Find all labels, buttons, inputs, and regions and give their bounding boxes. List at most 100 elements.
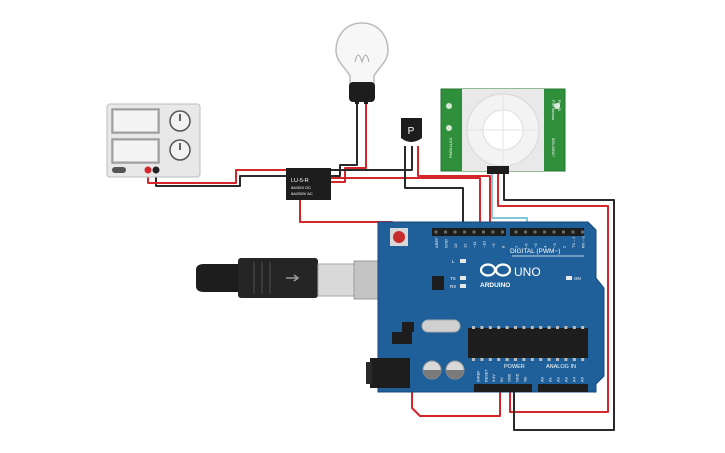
top-pin-label: RX←0 bbox=[581, 235, 586, 248]
chip-leg bbox=[480, 326, 484, 329]
wire-transistor-collector[interactable] bbox=[331, 146, 413, 171]
relay[interactable]: LU-5-R 5A/30V DC 5A/250V AC bbox=[286, 168, 331, 200]
top-pin-label: 12 bbox=[463, 243, 468, 248]
usb-symbol-icon bbox=[286, 274, 300, 282]
usb-plug-body bbox=[238, 258, 318, 298]
header-pin-12[interactable] bbox=[552, 230, 556, 234]
chip-leg bbox=[505, 326, 509, 329]
usb-cable-strain bbox=[196, 264, 238, 292]
power-switch[interactable] bbox=[112, 167, 126, 173]
chip-leg bbox=[572, 326, 576, 329]
usb-chip bbox=[432, 276, 444, 290]
power-pin-label: GND bbox=[508, 373, 512, 382]
wire-bulb-black[interactable] bbox=[331, 102, 358, 177]
rx-led bbox=[460, 284, 466, 288]
chip-leg bbox=[572, 358, 576, 361]
positive-terminal-icon[interactable] bbox=[144, 166, 152, 174]
filament-icon bbox=[354, 54, 370, 64]
crystal-oscillator bbox=[421, 319, 461, 333]
arduino-model: UNO bbox=[514, 265, 541, 279]
chip-leg bbox=[505, 358, 509, 361]
analog-pin-label: A2 bbox=[556, 376, 561, 382]
chip-leg bbox=[556, 326, 559, 329]
chip-leg bbox=[581, 358, 585, 361]
power-pin-label: RESET bbox=[484, 369, 488, 382]
chip-leg bbox=[514, 358, 517, 361]
chip-leg bbox=[480, 358, 484, 361]
wire-pir-gnd[interactable] bbox=[503, 172, 615, 431]
voltage-regulator bbox=[402, 322, 414, 332]
wire-transistor-red[interactable] bbox=[417, 146, 491, 234]
pir-sensor[interactable]: PARALLAX PIR Sensor Rev B 555-28027 bbox=[440, 88, 566, 174]
relay-title: LU-5-R bbox=[291, 178, 309, 184]
chip-leg bbox=[522, 326, 526, 329]
header-pin-10[interactable] bbox=[533, 230, 537, 234]
dc-power-jack bbox=[370, 358, 410, 388]
top-pin-label: ~11 bbox=[472, 241, 477, 248]
header-pin-0[interactable] bbox=[434, 230, 438, 234]
header-pin-2[interactable] bbox=[453, 230, 457, 234]
analog-pin-label: A1 bbox=[548, 376, 553, 382]
header-pin-14[interactable] bbox=[571, 230, 575, 234]
l-led-label: L bbox=[452, 259, 455, 264]
top-pin-label: 7 bbox=[514, 245, 519, 248]
top-header-left bbox=[432, 228, 506, 236]
header-pin-7[interactable] bbox=[501, 230, 504, 234]
top-pin-label: ~10 bbox=[482, 240, 487, 248]
pir-part-label: 555-28027 bbox=[551, 138, 556, 158]
pir-header bbox=[487, 166, 509, 174]
arduino-brand: ARDUINO bbox=[480, 282, 510, 289]
wire-psu-black[interactable] bbox=[155, 172, 286, 187]
header-pin-1[interactable] bbox=[444, 230, 447, 234]
header-pin-5[interactable] bbox=[482, 230, 485, 234]
analog-pin-label: A4 bbox=[572, 376, 577, 382]
power-supply[interactable] bbox=[106, 103, 201, 178]
chip-leg bbox=[497, 358, 501, 361]
power-header bbox=[474, 384, 532, 392]
transistor-label: P bbox=[408, 126, 415, 137]
wire-pir-vcc[interactable] bbox=[497, 172, 609, 413]
power-pin-label: IOREF bbox=[477, 370, 481, 382]
analog-header bbox=[538, 384, 588, 392]
top-pin-label: 4 bbox=[543, 245, 548, 248]
transistor[interactable]: P bbox=[401, 118, 422, 142]
header-pin-8[interactable] bbox=[514, 230, 518, 234]
wire-psu-red[interactable] bbox=[147, 169, 286, 184]
top-pin-label: ~9 bbox=[491, 243, 496, 248]
header-pin-13[interactable] bbox=[562, 230, 565, 234]
chip-leg bbox=[547, 358, 551, 361]
top-pin-label: TX→1 bbox=[571, 236, 576, 248]
header-pin-15[interactable] bbox=[581, 230, 584, 234]
chip-leg bbox=[472, 358, 475, 361]
transistor-body bbox=[401, 118, 422, 142]
header-pin-3[interactable] bbox=[463, 230, 466, 234]
header-pin-4[interactable] bbox=[472, 230, 476, 234]
relay-rating-1: 5A/30V DC bbox=[291, 185, 311, 190]
header-pin-11[interactable] bbox=[543, 230, 546, 234]
chip-leg bbox=[547, 326, 551, 329]
analog-pin-label: A3 bbox=[564, 376, 569, 382]
analog-pin-label: A5 bbox=[580, 376, 585, 382]
chip-leg bbox=[488, 326, 492, 329]
tx-led bbox=[460, 276, 466, 280]
header-pin-9[interactable] bbox=[524, 230, 527, 234]
chip-leg bbox=[556, 358, 559, 361]
pir-rev-label: Rev B bbox=[557, 100, 562, 111]
chip-leg bbox=[564, 326, 568, 329]
reset-button[interactable] bbox=[393, 231, 405, 243]
power-pin-label: 3.3V bbox=[492, 374, 496, 382]
l-led bbox=[460, 259, 466, 263]
voltage-display-screen bbox=[114, 111, 157, 131]
negative-terminal-icon[interactable] bbox=[152, 166, 160, 174]
wire-transistor-gnd[interactable] bbox=[404, 146, 464, 234]
digital-label: DIGITAL (PWM~) bbox=[510, 248, 560, 255]
pir-brand-label: PARALLAX bbox=[448, 137, 453, 158]
chip-leg bbox=[472, 326, 475, 329]
chip-leg bbox=[522, 358, 526, 361]
wire-bulb-red[interactable] bbox=[331, 102, 367, 183]
light-bulb[interactable] bbox=[335, 22, 389, 104]
wire-relay-pin12[interactable] bbox=[331, 177, 481, 234]
header-pin-6[interactable] bbox=[491, 230, 495, 234]
